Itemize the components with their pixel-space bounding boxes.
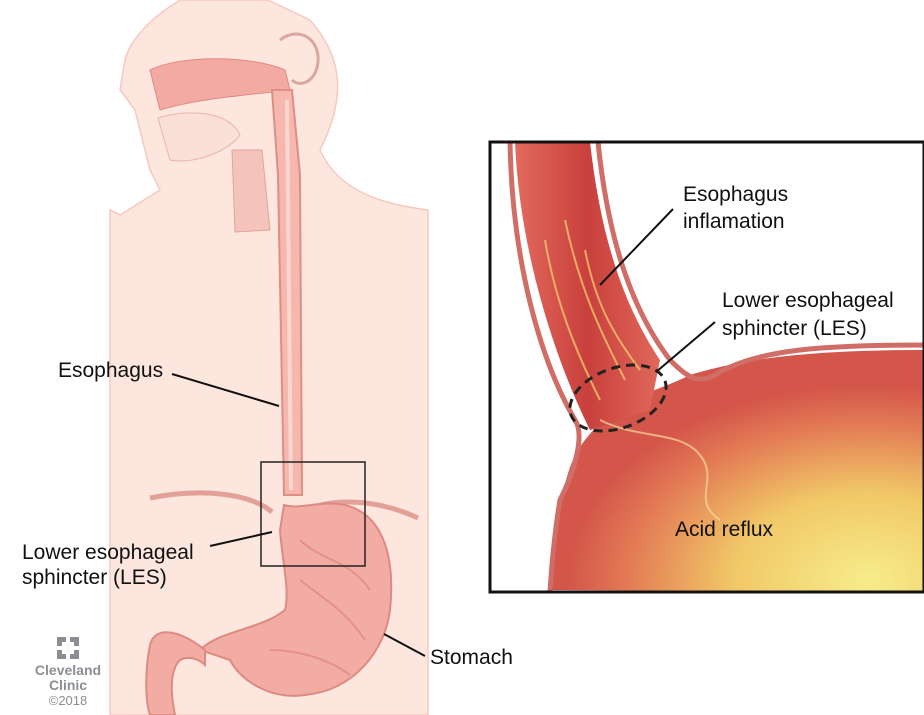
label-les-inset-line1: Lower esophageal [722, 288, 894, 313]
label-les-inset-line2: sphincter (LES) [722, 316, 867, 341]
label-inflammation-line2: inflamation [683, 209, 785, 234]
cleveland-clinic-watermark: Cleveland Clinic ©2018 [28, 636, 108, 709]
brand-name-line1: Cleveland [28, 663, 108, 678]
label-les-left-line2: sphincter (LES) [22, 565, 167, 590]
label-les-left-line1: Lower esophageal [22, 540, 194, 565]
label-esophagus: Esophagus [58, 358, 163, 383]
brand-name-line2: Clinic [28, 678, 108, 693]
label-acid-reflux: Acid reflux [675, 517, 773, 542]
label-inflammation-line1: Esophagus [683, 182, 788, 207]
label-stomach: Stomach [430, 645, 513, 670]
copyright-text: ©2018 [28, 693, 108, 709]
cleveland-clinic-logo-icon [56, 636, 80, 660]
